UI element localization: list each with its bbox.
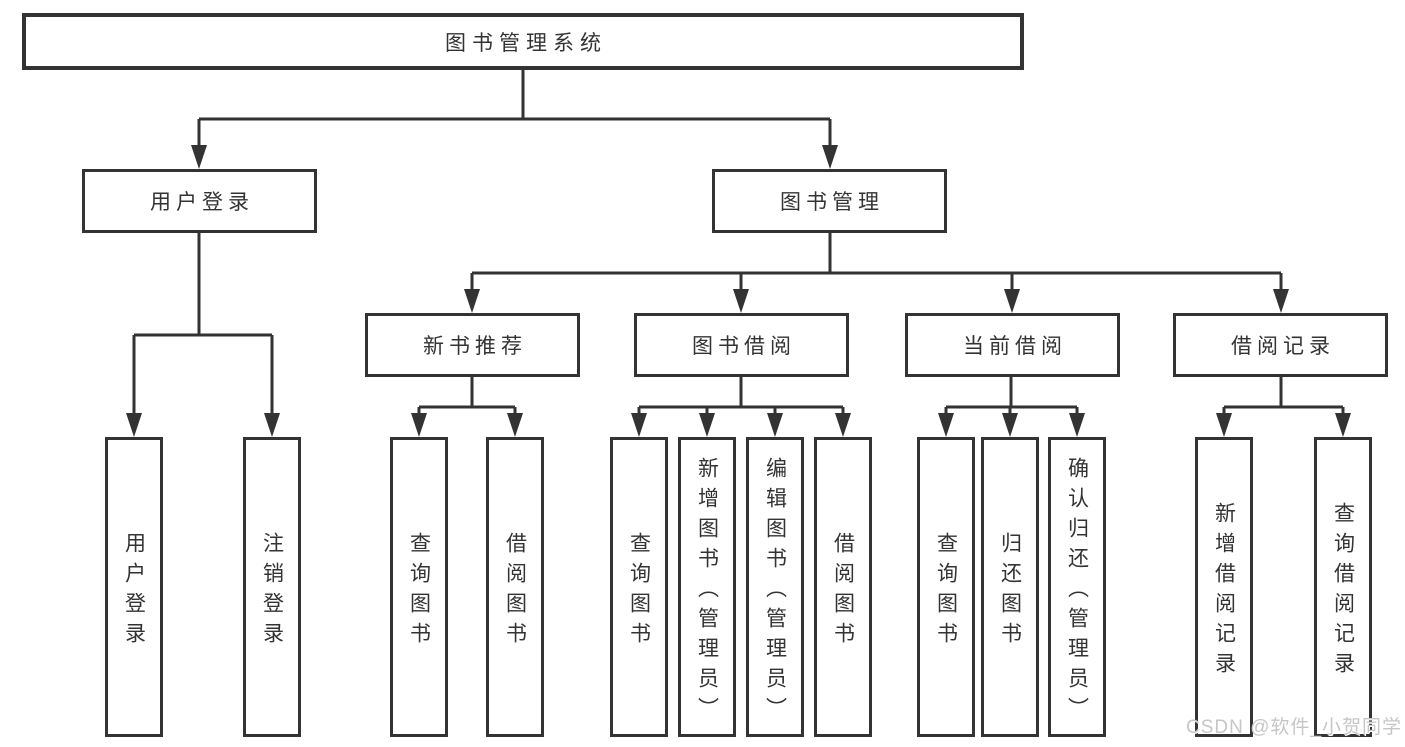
node-label: 借阅记录 bbox=[1231, 335, 1335, 358]
node-current-borrowing: 当前借阅 bbox=[905, 313, 1120, 377]
arrowheads-current-borrow bbox=[938, 413, 1085, 437]
connector-path bbox=[417, 377, 517, 417]
node-book-management: 图书管理 bbox=[712, 169, 947, 233]
leaf-add-books-admin: 新增图书（管理员） bbox=[678, 437, 736, 737]
node-label: 借阅图书 bbox=[831, 531, 855, 652]
connector-current-borrow-to-leaves bbox=[944, 377, 1079, 417]
arrowheads-book-borrow bbox=[631, 413, 851, 437]
connector-borrow-records-to-leaves bbox=[1222, 377, 1345, 417]
node-book-borrowing: 图书借阅 bbox=[634, 313, 849, 377]
connector-book-borrow-to-leaves bbox=[637, 377, 845, 417]
leaf-logout: 注销登录 bbox=[243, 437, 301, 737]
node-label: 用户登录 bbox=[122, 531, 146, 652]
node-label: 注销登录 bbox=[260, 531, 284, 652]
arrowhead-icon bbox=[411, 413, 427, 437]
arrowheads-book-mgmt bbox=[464, 289, 1289, 313]
arrowhead-icon bbox=[264, 413, 280, 437]
node-label: 新增借阅记录 bbox=[1212, 501, 1236, 682]
arrowhead-icon bbox=[1004, 289, 1020, 313]
node-new-book-recommend: 新书推荐 bbox=[365, 313, 580, 377]
leaf-confirm-return-admin: 确认归还（管理员） bbox=[1048, 437, 1106, 737]
node-label: 图书借阅 bbox=[692, 335, 796, 358]
node-label: 图书管理 bbox=[780, 191, 884, 214]
watermark: CSDN @软件_小贺同学 bbox=[1186, 717, 1402, 738]
arrowhead-icon bbox=[938, 413, 954, 437]
arrowheads-user-login bbox=[126, 413, 280, 437]
arrowhead-icon bbox=[733, 289, 749, 313]
node-library-system: 图书管理系统 bbox=[22, 13, 1024, 70]
node-label: 编辑图书（管理员） bbox=[763, 456, 787, 727]
leaf-query-books-current: 查询图书 bbox=[917, 437, 975, 737]
connector-path bbox=[1222, 377, 1345, 417]
connector-path bbox=[637, 377, 845, 417]
node-label: 确认归还（管理员） bbox=[1065, 456, 1089, 727]
connector-user-login-to-leaves bbox=[132, 233, 274, 419]
node-label: 归还图书 bbox=[998, 531, 1022, 652]
node-label: 当前借阅 bbox=[963, 335, 1067, 358]
node-borrow-records: 借阅记录 bbox=[1173, 313, 1388, 377]
leaf-return-books: 归还图书 bbox=[981, 437, 1039, 737]
leaf-query-books-recommend: 查询图书 bbox=[390, 437, 448, 737]
node-label: 查询借阅记录 bbox=[1331, 501, 1355, 682]
arrowhead-icon bbox=[191, 145, 207, 169]
arrowhead-icon bbox=[126, 413, 142, 437]
node-user-login: 用户登录 bbox=[82, 169, 317, 233]
leaf-borrow-books-recommend: 借阅图书 bbox=[486, 437, 544, 737]
arrowhead-icon bbox=[464, 289, 480, 313]
node-label: 查询图书 bbox=[934, 531, 958, 652]
arrowhead-icon bbox=[631, 413, 647, 437]
connector-path bbox=[132, 233, 274, 419]
node-label: 查询图书 bbox=[407, 531, 431, 652]
arrowhead-icon bbox=[1216, 413, 1232, 437]
leaf-query-borrow-record: 查询借阅记录 bbox=[1314, 437, 1372, 737]
leaf-edit-books-admin: 编辑图书（管理员） bbox=[746, 437, 804, 737]
arrowhead-icon bbox=[1002, 413, 1018, 437]
connector-book-mgmt-to-level3 bbox=[470, 233, 1283, 295]
arrowhead-icon bbox=[1069, 413, 1085, 437]
arrowhead-icon bbox=[507, 413, 523, 437]
node-label: 新增图书（管理员） bbox=[695, 456, 719, 727]
leaf-borrow-books-borrowing: 借阅图书 bbox=[814, 437, 872, 737]
arrowheads-borrow-records bbox=[1216, 413, 1351, 437]
arrowhead-icon bbox=[822, 145, 838, 169]
node-label: 用户登录 bbox=[150, 191, 254, 214]
connector-new-book-rec-to-leaves bbox=[417, 377, 517, 417]
connector-path bbox=[470, 233, 1283, 295]
arrowhead-icon bbox=[1273, 289, 1289, 313]
arrowhead-icon bbox=[699, 413, 715, 437]
node-label: 图书管理系统 bbox=[445, 31, 607, 55]
node-label: 借阅图书 bbox=[503, 531, 527, 652]
node-label: 新书推荐 bbox=[423, 335, 527, 358]
connector-path bbox=[944, 377, 1079, 417]
node-label: 查询图书 bbox=[627, 531, 651, 652]
arrowheads-new-book-rec bbox=[411, 413, 523, 437]
arrowhead-icon bbox=[1335, 413, 1351, 437]
leaf-user-login: 用户登录 bbox=[105, 437, 163, 737]
arrowhead-icon bbox=[835, 413, 851, 437]
connector-root-to-level2 bbox=[197, 70, 832, 149]
leaf-query-books-borrowing: 查询图书 bbox=[610, 437, 668, 737]
leaf-add-borrow-record: 新增借阅记录 bbox=[1195, 437, 1253, 737]
arrowhead-icon bbox=[767, 413, 783, 437]
connector-path bbox=[197, 70, 832, 149]
arrowheads-root-to-level2 bbox=[191, 145, 838, 169]
